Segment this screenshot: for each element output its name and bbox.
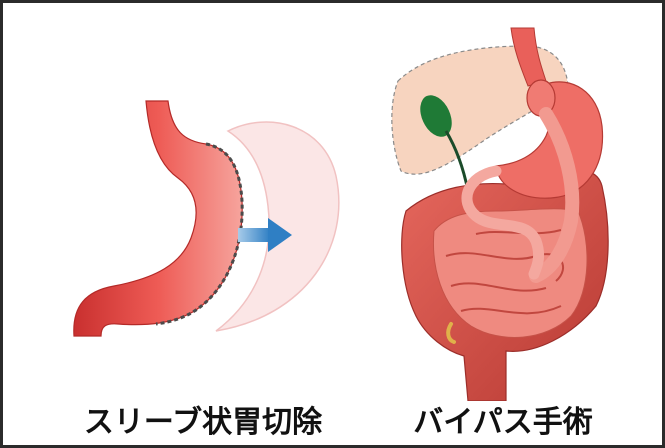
gastric-bypass-illustration bbox=[392, 28, 608, 401]
sleeve-gastrectomy-illustration bbox=[74, 101, 339, 336]
gastric-bypass-caption: バイパス手術 bbox=[383, 401, 623, 445]
surgery-illustrations bbox=[6, 6, 665, 401]
sleeve-gastrectomy-caption: スリーブ状胃切除 bbox=[63, 401, 343, 445]
sleeve-stomach bbox=[74, 101, 242, 336]
